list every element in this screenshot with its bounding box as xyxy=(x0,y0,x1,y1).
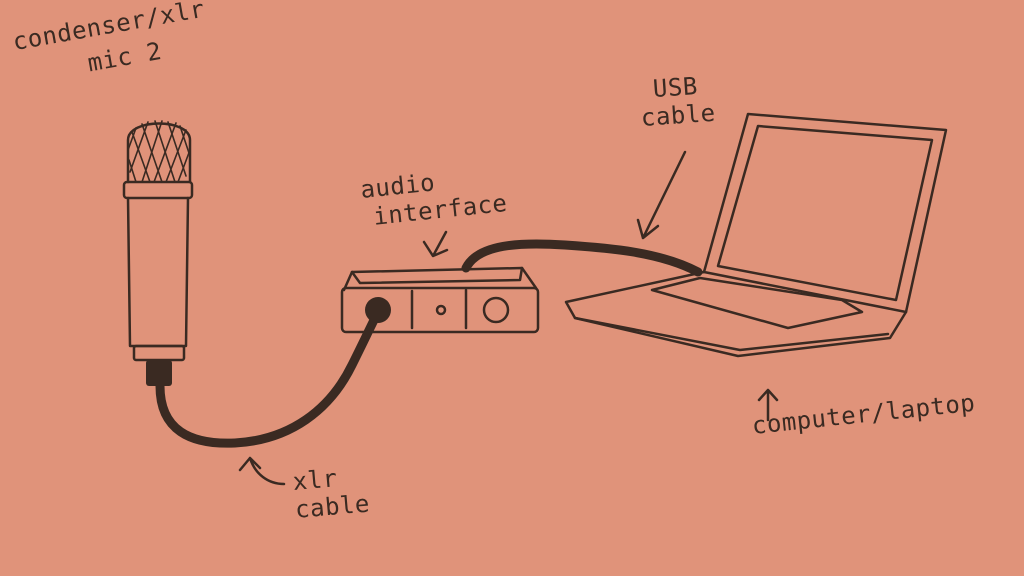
xlr-arrow xyxy=(238,456,286,486)
audio-interface-icon xyxy=(340,266,540,334)
laptop-arrow xyxy=(757,388,779,422)
usb-label-line2: cable xyxy=(640,98,717,132)
interface-arrow xyxy=(422,230,449,258)
usb-label: USB cable xyxy=(638,71,717,132)
microphone-icon xyxy=(122,120,194,386)
usb-cable xyxy=(461,239,703,277)
xlr-label: xlr cable xyxy=(292,462,371,524)
usb-arrow xyxy=(636,150,687,240)
arrow-icon xyxy=(238,150,779,486)
laptop-icon xyxy=(564,112,948,358)
mic-grille xyxy=(127,120,191,183)
xlr-cable xyxy=(155,307,383,448)
